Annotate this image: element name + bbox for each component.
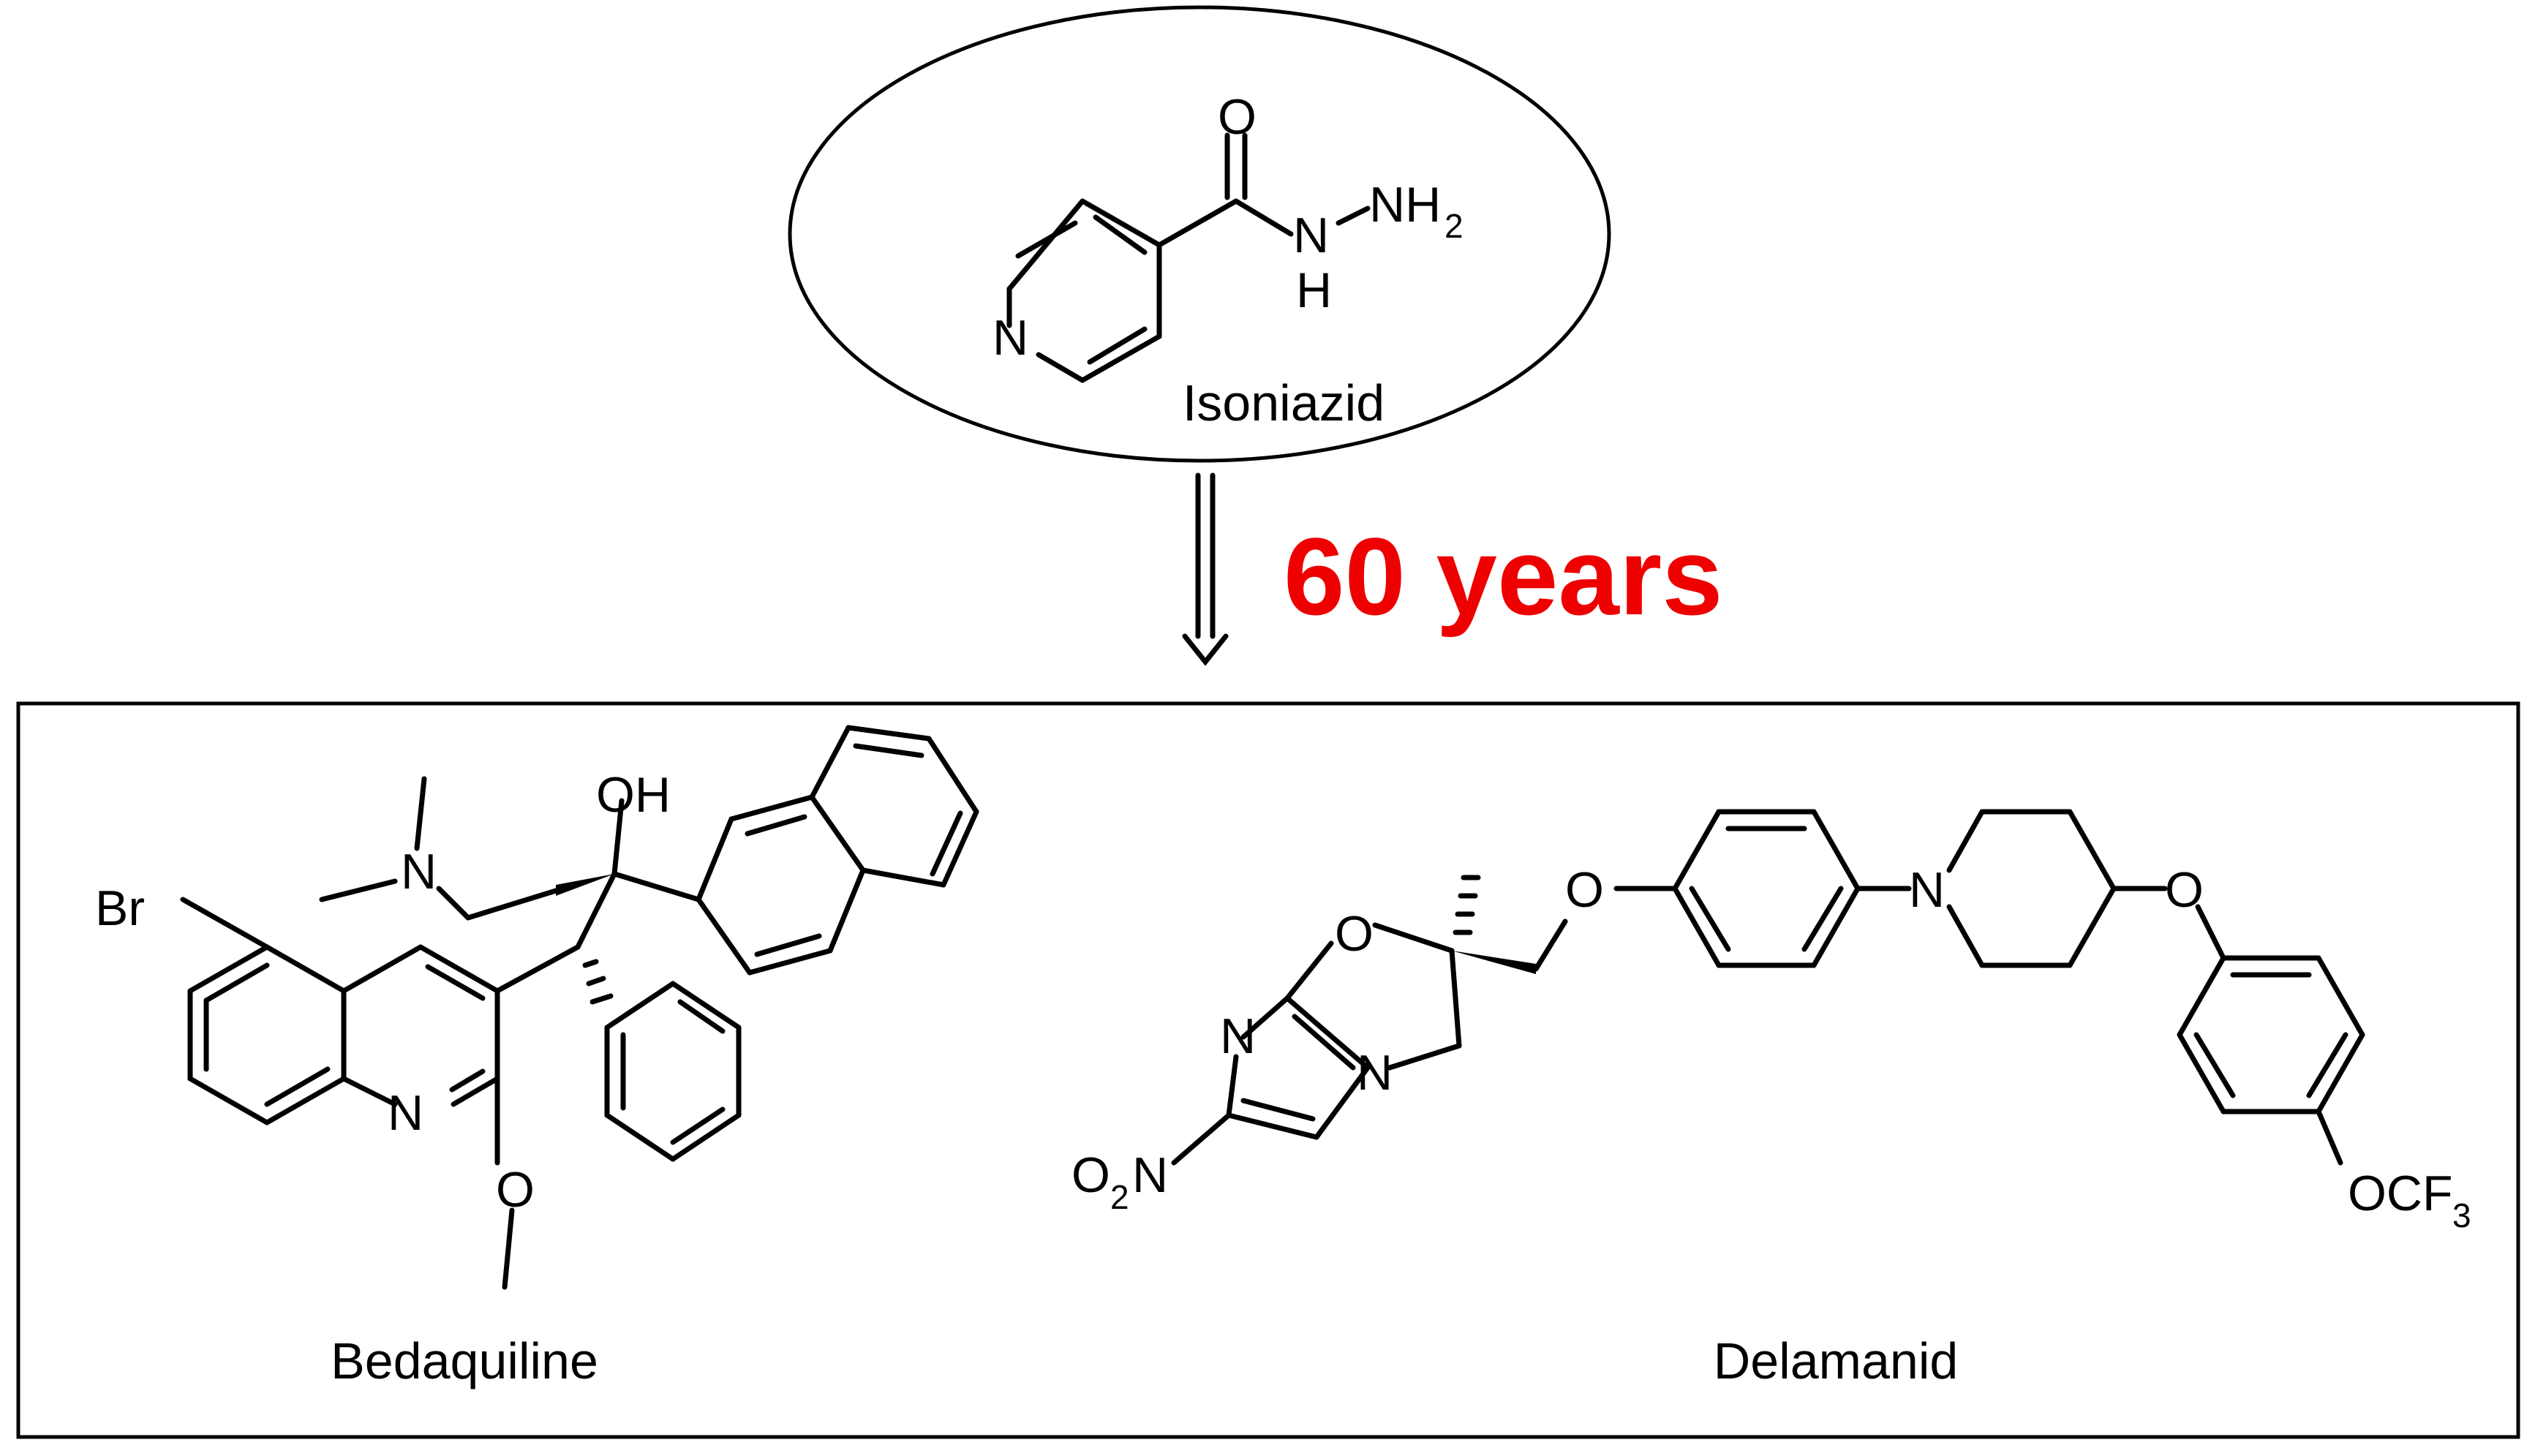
time-arrow: [1182, 472, 1229, 666]
bedaquiline-structure: [180, 725, 979, 1290]
delamanid-nitro-subscript: 2: [1110, 1178, 1129, 1216]
isoniazid-group: O N N H NH 2 Isoniazid: [788, 5, 1611, 463]
delamanid-name: Delamanid: [1714, 1332, 1959, 1389]
isoniazid-structure: [1006, 132, 1371, 383]
stereo-wedge: [1452, 951, 1536, 974]
isoniazid-name: Isoniazid: [1183, 374, 1385, 431]
isoniazid-atom-nh2: NH: [1369, 177, 1441, 233]
bedaquiline-atom-n-quinoline: N: [388, 1085, 423, 1141]
isoniazid-ellipse: [788, 5, 1611, 463]
delamanid-group: N O N O N O O 2 N OCF 3 Delamanid: [1071, 809, 2471, 1389]
isoniazid-atom-nh2-subscript: 2: [1444, 207, 1464, 245]
stereo-wedge: [556, 874, 614, 896]
delamanid-structure: [1226, 809, 2365, 1166]
duration-label: 60 years: [1284, 515, 1723, 638]
delamanid-atom-n-imidazole: N: [1220, 1008, 1256, 1064]
delamanid-atom-n-piperidine: N: [1909, 862, 1945, 918]
bedaquiline-name: Bedaquiline: [331, 1332, 598, 1389]
delamanid-atom-o-piperidine: O: [2165, 862, 2204, 918]
isoniazid-atom-o: O: [1218, 89, 1257, 145]
bedaquiline-group: Br N OH N O Bedaquiline: [95, 725, 979, 1389]
bedaquiline-atom-oh: OH: [596, 767, 671, 823]
delamanid-atom-n-bridge: N: [1357, 1045, 1393, 1101]
bedaquiline-atom-br: Br: [95, 880, 145, 936]
delamanid-ocf3-subscript: 3: [2452, 1196, 2471, 1234]
isoniazid-atom-n-ring: N: [992, 310, 1028, 366]
bedaquiline-atom-o-methoxy: O: [496, 1162, 535, 1218]
new-drugs-box: [16, 701, 2520, 1439]
bedaquiline-atom-n-amine: N: [401, 844, 437, 899]
delamanid-ocf3: OCF: [2348, 1166, 2453, 1221]
delamanid-nitro-o: O: [1071, 1147, 1110, 1203]
delamanid-nitro-n: N: [1132, 1147, 1168, 1203]
delamanid-atom-o-ring: O: [1335, 906, 1374, 962]
isoniazid-atom-nh-n: N: [1293, 208, 1329, 263]
isoniazid-atom-nh-h: H: [1296, 263, 1332, 318]
delamanid-atom-o-link: O: [1565, 862, 1604, 918]
